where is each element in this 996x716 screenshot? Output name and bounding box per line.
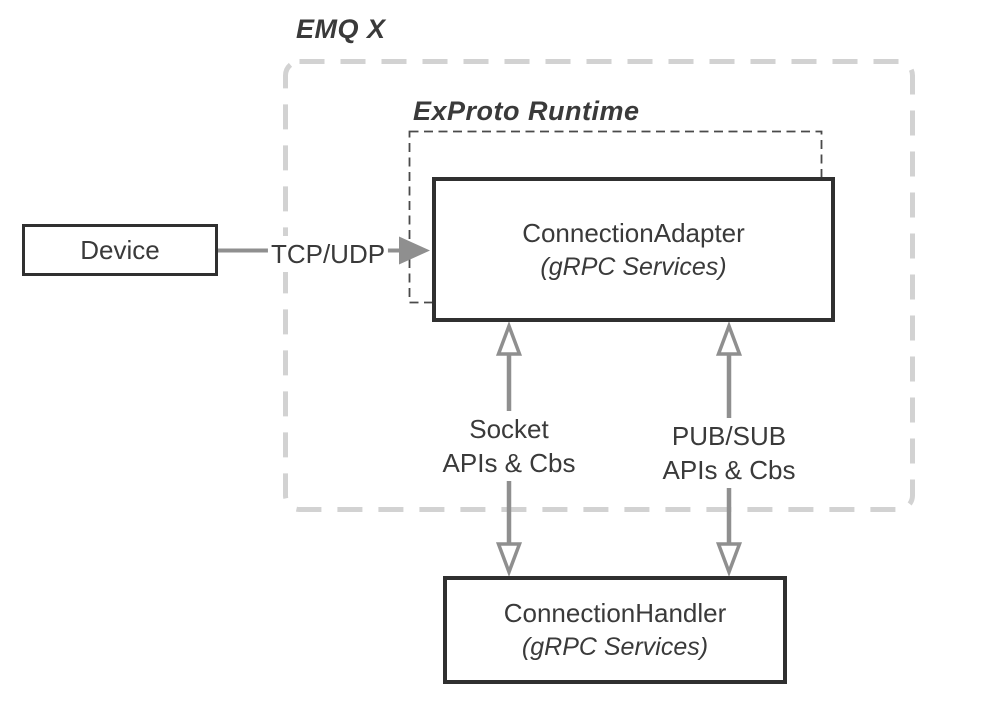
pubsub-edge-label: PUB/SUB APIs & Cbs — [659, 418, 799, 488]
pubsub-edge-label-line1: PUB/SUB — [671, 421, 787, 451]
pubsub-edge-label-line2: APIs & Cbs — [662, 455, 796, 485]
tcp-udp-arrowhead — [399, 236, 430, 265]
connection-adapter-node: ConnectionAdapter (gRPC Services) — [432, 177, 835, 322]
exproto-runtime-label: ExProto Runtime — [413, 96, 640, 126]
socket-edge-label-line2: APIs & Cbs — [442, 448, 576, 478]
emqx-dashed-boundary — [283, 59, 915, 512]
connection-handler-node: ConnectionHandler (gRPC Services) — [443, 576, 787, 684]
socket-edge-label-line1: Socket — [469, 414, 549, 444]
socket-arrowhead-up — [495, 321, 523, 356]
connection-handler-label: ConnectionHandler — [503, 598, 727, 628]
device-node: Device — [22, 224, 218, 276]
pubsub-arrowhead-up — [715, 321, 743, 356]
connection-handler-sublabel: (gRPC Services) — [521, 633, 709, 661]
socket-arrowhead-down — [495, 542, 523, 577]
connection-adapter-label: ConnectionAdapter — [522, 217, 745, 248]
socket-edge-label: Socket APIs & Cbs — [439, 411, 579, 481]
pubsub-arrowhead-down — [715, 542, 743, 577]
device-node-label: Device — [80, 235, 160, 265]
connection-adapter-sublabel: (gRPC Services) — [540, 252, 727, 281]
tcp-udp-edge-label: TCP/UDP — [267, 236, 389, 272]
emqx-group-label: EMQ X — [296, 14, 386, 44]
